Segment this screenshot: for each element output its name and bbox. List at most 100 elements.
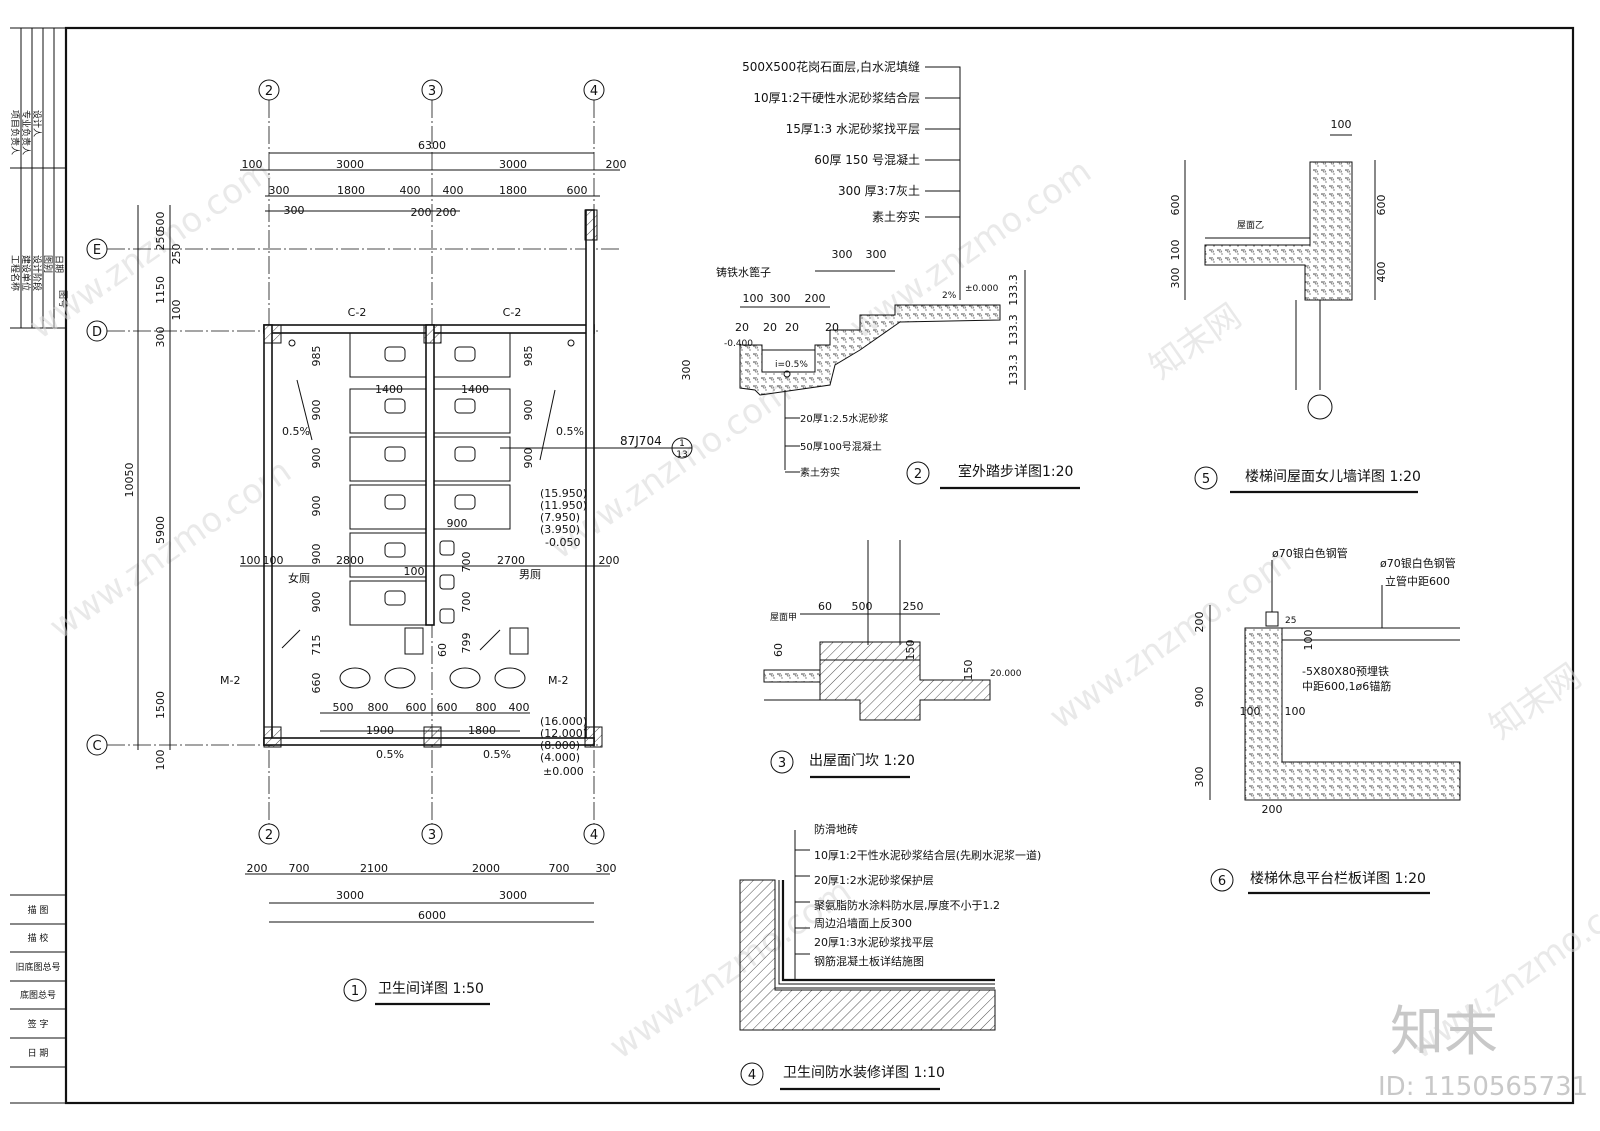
svg-text:屋面乙: 屋面乙 bbox=[1237, 220, 1264, 231]
svg-text:15厚1:3 水泥砂浆找平层: 15厚1:3 水泥砂浆找平层 bbox=[786, 121, 920, 136]
svg-text:2: 2 bbox=[914, 467, 922, 482]
svg-text:3000: 3000 bbox=[336, 889, 364, 902]
svg-text:(16.000): (16.000) bbox=[540, 715, 587, 728]
svg-text:1400: 1400 bbox=[461, 383, 489, 396]
svg-text:10厚1:2干硬性水泥砂浆结合层: 10厚1:2干硬性水泥砂浆结合层 bbox=[753, 90, 920, 105]
svg-text:900: 900 bbox=[310, 448, 323, 469]
svg-text:100: 100 bbox=[154, 750, 167, 771]
svg-text:0.5%: 0.5% bbox=[376, 748, 404, 761]
svg-text:500X500花岗石面层,白水泥填缝: 500X500花岗石面层,白水泥填缝 bbox=[742, 59, 920, 74]
svg-text:700: 700 bbox=[460, 552, 473, 573]
title-label: 图别 bbox=[42, 255, 53, 273]
svg-text:100: 100 bbox=[1169, 240, 1182, 261]
svg-text:楼梯间屋面女儿墙详图 1:20: 楼梯间屋面女儿墙详图 1:20 bbox=[1245, 468, 1421, 485]
svg-text:1800: 1800 bbox=[468, 724, 496, 737]
svg-text:300: 300 bbox=[269, 184, 290, 197]
detail-4-caption: 4 卫生间防水装修详图 1:10 bbox=[740, 1062, 945, 1091]
title-row: 签 字 bbox=[28, 1018, 49, 1030]
svg-text:3000: 3000 bbox=[499, 158, 527, 171]
svg-text:(4.000): (4.000) bbox=[540, 751, 580, 764]
axis-bubble: C bbox=[92, 739, 101, 754]
plan-dims-left: 10050 500 250 250 1150 100 300 5900 1500… bbox=[123, 205, 183, 771]
svg-text:800: 800 bbox=[476, 701, 497, 714]
svg-text:6300: 6300 bbox=[418, 139, 446, 152]
title-label: 日期 bbox=[53, 255, 64, 273]
svg-text:250: 250 bbox=[170, 244, 183, 265]
axis-bubble: 2 bbox=[265, 84, 273, 99]
svg-text:100: 100 bbox=[240, 554, 261, 567]
svg-text:1800: 1800 bbox=[337, 184, 365, 197]
svg-text:200: 200 bbox=[1193, 612, 1206, 633]
plan-inner-dims: 985 900 900 900 900 900 715 985 900 900 … bbox=[240, 346, 620, 779]
title-side-label: 项目负责人 bbox=[9, 110, 21, 155]
svg-text:900: 900 bbox=[522, 400, 535, 421]
svg-text:200: 200 bbox=[411, 206, 432, 219]
svg-text:900: 900 bbox=[310, 544, 323, 565]
title-row: 日 期 bbox=[28, 1048, 49, 1059]
svg-text:0.5%: 0.5% bbox=[282, 425, 310, 438]
svg-text:知末网: 知末网 bbox=[1142, 296, 1248, 387]
svg-text:±0.000: ±0.000 bbox=[965, 284, 999, 294]
svg-text:985: 985 bbox=[522, 346, 535, 367]
detail-6-caption: 6 楼梯休息平台栏板详图 1:20 bbox=[1210, 868, 1430, 895]
svg-text:2%: 2% bbox=[942, 291, 957, 301]
svg-text:卫生间详图 1:50: 卫生间详图 1:50 bbox=[378, 981, 484, 997]
cubicles bbox=[349, 332, 511, 626]
svg-text:20厚1:3水泥砂浆找平层: 20厚1:3水泥砂浆找平层 bbox=[814, 935, 934, 949]
svg-text:6: 6 bbox=[1218, 874, 1226, 889]
svg-text:出屋面门坎 1:20: 出屋面门坎 1:20 bbox=[809, 753, 915, 769]
svg-text:素土夯实: 素土夯实 bbox=[872, 209, 920, 224]
axis-bubble: E bbox=[93, 243, 101, 258]
svg-text:200: 200 bbox=[606, 158, 627, 171]
svg-text:20: 20 bbox=[785, 321, 799, 334]
svg-text:100: 100 bbox=[1331, 118, 1352, 131]
svg-text:卫生间防水装修详图 1:10: 卫生间防水装修详图 1:10 bbox=[783, 1065, 945, 1081]
svg-text:600: 600 bbox=[406, 701, 427, 714]
svg-text:87J704: 87J704 bbox=[620, 434, 662, 448]
svg-text:5900: 5900 bbox=[154, 516, 167, 544]
plan-dims-top: 6300 100 3000 3000 200 300 1800 400 400 … bbox=[240, 139, 627, 219]
svg-text:300 厚3:7灰土: 300 厚3:7灰土 bbox=[838, 184, 920, 198]
svg-text:799: 799 bbox=[460, 633, 473, 654]
svg-text:300: 300 bbox=[154, 327, 167, 348]
svg-text:100: 100 bbox=[170, 300, 183, 321]
detail-3-door-sill: 60 500 250 60 150 150 屋面甲 20.000 3 出屋面门坎… bbox=[763, 540, 1022, 779]
svg-text:400: 400 bbox=[509, 701, 530, 714]
detail-2-steps: 500X500花岗石面层,白水泥填缝 10厚1:2干硬性水泥砂浆结合层 15厚1… bbox=[680, 59, 1080, 490]
svg-text:900: 900 bbox=[447, 517, 468, 530]
svg-text:室外踏步详图1:20: 室外踏步详图1:20 bbox=[958, 463, 1073, 480]
svg-text:400: 400 bbox=[443, 184, 464, 197]
window-label: C-2 bbox=[503, 306, 522, 319]
axis-bubble: 3 bbox=[428, 828, 436, 843]
svg-text:300: 300 bbox=[596, 862, 617, 875]
svg-text:300: 300 bbox=[866, 248, 887, 261]
svg-text:周边沿墙面上反300: 周边沿墙面上反300 bbox=[814, 916, 912, 930]
axis-bubble: 4 bbox=[590, 84, 598, 99]
svg-text:60厚 150 号混凝土: 60厚 150 号混凝土 bbox=[814, 152, 920, 167]
svg-text:±0.000: ±0.000 bbox=[543, 765, 584, 778]
room-label: 女厕 bbox=[288, 571, 310, 585]
svg-text:500: 500 bbox=[333, 701, 354, 714]
svg-text:(12.000): (12.000) bbox=[540, 727, 587, 740]
svg-text:600: 600 bbox=[1375, 195, 1388, 216]
svg-text:100: 100 bbox=[263, 554, 284, 567]
svg-text:1800: 1800 bbox=[499, 184, 527, 197]
title-label: 设计阶段 bbox=[31, 255, 43, 291]
svg-text:-5X80X80预埋铁: -5X80X80预埋铁 bbox=[1302, 665, 1389, 678]
svg-text:715: 715 bbox=[310, 635, 323, 656]
toilet-plan: 2 3 4 2 3 4 E D C 6300 100 3000 3000 200 bbox=[86, 79, 693, 1006]
svg-text:100: 100 bbox=[743, 292, 764, 305]
svg-text:ø70银白色钢管: ø70银白色钢管 bbox=[1380, 556, 1456, 570]
plan-walls bbox=[263, 209, 603, 748]
svg-text:100: 100 bbox=[242, 158, 263, 171]
svg-text:0.5%: 0.5% bbox=[556, 425, 584, 438]
svg-text:200: 200 bbox=[599, 554, 620, 567]
svg-text:2100: 2100 bbox=[360, 862, 388, 875]
svg-text:500: 500 bbox=[852, 600, 873, 613]
title-label: 建设单位 bbox=[20, 255, 32, 291]
svg-text:2800: 2800 bbox=[336, 554, 364, 567]
svg-text:100: 100 bbox=[1240, 705, 1261, 718]
svg-text:6000: 6000 bbox=[418, 909, 446, 922]
svg-text:防滑地砖: 防滑地砖 bbox=[814, 822, 858, 836]
svg-text:700: 700 bbox=[460, 592, 473, 613]
